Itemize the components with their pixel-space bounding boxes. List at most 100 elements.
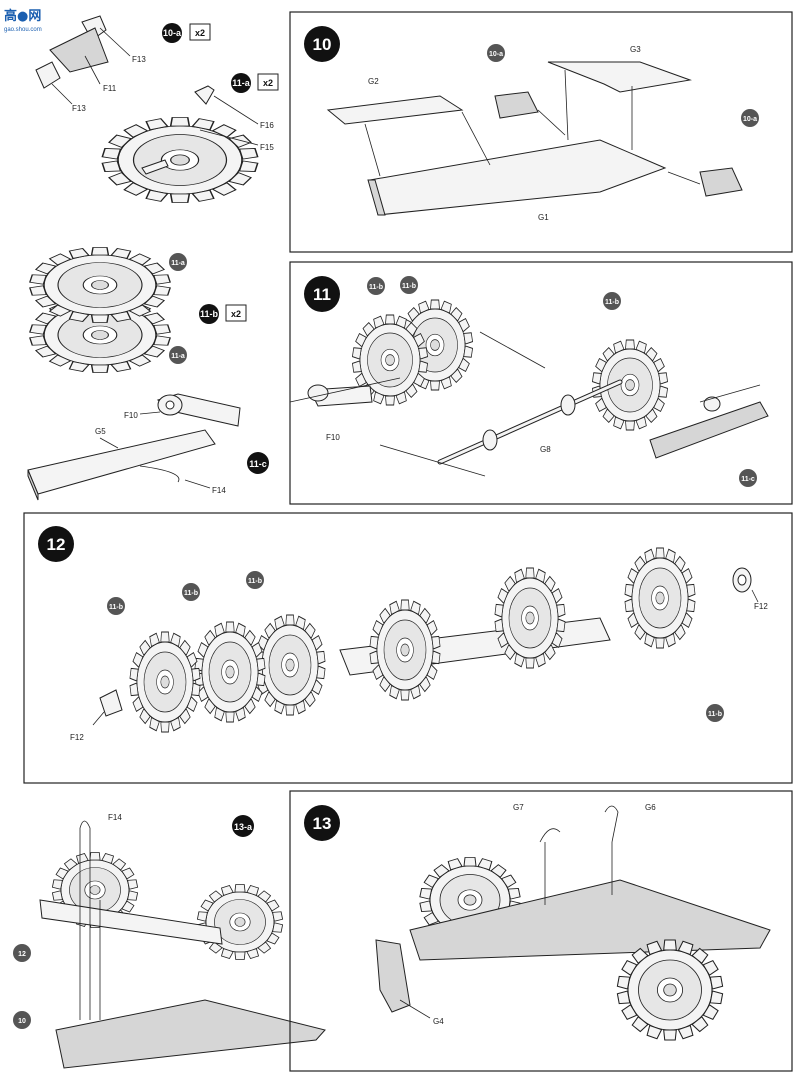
qty-box-11b bbox=[225, 304, 247, 322]
step-10-number: 10 bbox=[313, 35, 332, 54]
badge-ref-12 bbox=[13, 944, 31, 962]
badge-12-ref2-text: 11-b bbox=[184, 590, 198, 597]
badge-12-ref4 bbox=[706, 704, 724, 722]
label-g6: G6 bbox=[645, 803, 656, 812]
watermark-url: gao.shou.com bbox=[4, 27, 42, 33]
gear-13a-2 bbox=[196, 884, 284, 960]
chassis-13a bbox=[55, 999, 326, 1069]
badge-12-ref1 bbox=[107, 597, 125, 615]
badge-13a bbox=[232, 815, 254, 837]
qty-box-10a bbox=[189, 23, 211, 41]
qty-box-11a bbox=[257, 73, 279, 91]
badge-11c-ref bbox=[739, 469, 757, 487]
part-g2 bbox=[326, 95, 464, 125]
subassembly-11a: F16 F15 11-a x2 bbox=[101, 73, 279, 204]
qty-11b: x2 bbox=[231, 309, 241, 319]
part-g4 bbox=[375, 939, 411, 1013]
badge-12-ref4-text: 11-b bbox=[708, 711, 722, 718]
part-g7 bbox=[539, 828, 561, 843]
part-g6 bbox=[604, 805, 619, 843]
badge-11b-ref1 bbox=[367, 277, 385, 295]
badge-11a-ref2-text: 11-a bbox=[171, 353, 185, 360]
step-10-badge bbox=[304, 26, 340, 62]
subassembly-13a: F14 13-a 12 10 bbox=[13, 813, 326, 1069]
gear-12-1 bbox=[129, 631, 201, 733]
label-g4: G4 bbox=[433, 1017, 444, 1026]
subassembly-11c: F10 G5 F14 11-c bbox=[27, 393, 269, 501]
label-f13-bottom: F13 bbox=[72, 104, 86, 113]
label-f14-13a: F14 bbox=[108, 813, 122, 822]
part-f16-small bbox=[141, 159, 169, 175]
watermark-brand: 高●网 bbox=[4, 8, 41, 24]
badge-10a-ref1 bbox=[487, 44, 505, 62]
badge-11b-ref2 bbox=[400, 276, 418, 294]
badge-11b-ref3-text: 11-b bbox=[605, 299, 619, 306]
part-f14-pin bbox=[139, 465, 180, 483]
gear-12-5 bbox=[494, 567, 566, 669]
label-f14: F14 bbox=[212, 486, 226, 495]
step-12-panel: 12 F12 F12 11-b 11-b 11-b 11-b bbox=[23, 512, 793, 784]
label-g3: G3 bbox=[630, 45, 641, 54]
badge-11c-ref-text: 11-c bbox=[741, 476, 755, 483]
badge-ref-10 bbox=[13, 1011, 31, 1029]
label-f10: F10 bbox=[124, 411, 138, 420]
badge-11c-text: 11-c bbox=[249, 459, 267, 469]
gear-12-6 bbox=[624, 547, 696, 649]
badge-11a-ref2 bbox=[169, 346, 187, 364]
badge-11b-ref1-text: 11-b bbox=[369, 284, 383, 291]
label-g7: G7 bbox=[513, 803, 524, 812]
gear-11b-right bbox=[591, 339, 669, 431]
subassembly-10a: F13 F11 F13 10-a x2 bbox=[35, 15, 211, 113]
part-g3 bbox=[547, 61, 692, 93]
badge-11a bbox=[231, 73, 251, 93]
step-12-number: 12 bbox=[47, 535, 66, 554]
part-f11 bbox=[49, 27, 109, 73]
part-g1 bbox=[369, 139, 667, 216]
step-13-badge bbox=[304, 805, 340, 841]
label-f16: F16 bbox=[260, 121, 274, 130]
gear-f15 bbox=[101, 116, 259, 204]
part-f16 bbox=[194, 85, 215, 105]
qty-11a: x2 bbox=[263, 78, 273, 88]
part-g5 bbox=[27, 429, 216, 495]
label-f15: F15 bbox=[260, 143, 274, 152]
badge-12-ref3-text: 11-b bbox=[248, 578, 262, 585]
gear-12-3 bbox=[254, 614, 326, 716]
part-f13-lower bbox=[35, 61, 61, 89]
badge-10a-ref2 bbox=[741, 109, 759, 127]
step-13-number: 13 bbox=[313, 814, 332, 833]
part-10a-left bbox=[494, 91, 539, 119]
badge-11b bbox=[199, 304, 219, 324]
badge-11a-ref1 bbox=[169, 253, 187, 271]
label-f13-top: F13 bbox=[132, 55, 146, 64]
badge-11b-ref2-text: 11-b bbox=[402, 283, 416, 290]
qty-10a: x2 bbox=[195, 28, 205, 38]
badge-12-ref3 bbox=[246, 571, 264, 589]
step-11-panel: 11 F10 G8 11-b 11-b 11-b 11-c bbox=[289, 261, 793, 505]
gear-12-2 bbox=[194, 621, 266, 723]
gear-13-front bbox=[616, 939, 724, 1041]
badge-11b-ref3 bbox=[603, 292, 621, 310]
badge-12-ref2 bbox=[182, 583, 200, 601]
badge-10a-ref1-text: 10-a bbox=[489, 51, 503, 58]
label-g2: G2 bbox=[368, 77, 379, 86]
badge-11b-text: 11-b bbox=[200, 309, 219, 319]
step-11-number: 11 bbox=[313, 285, 331, 304]
step-12-badge bbox=[38, 526, 74, 562]
part-10a-right bbox=[699, 167, 743, 197]
chassis-13 bbox=[409, 879, 771, 961]
part-f12-left bbox=[99, 689, 123, 717]
step-11-badge bbox=[304, 276, 340, 312]
badge-ref-10-text: 10 bbox=[18, 1018, 26, 1025]
badge-11a-ref1-text: 11-a bbox=[171, 260, 185, 267]
step-13-panel: 13 G7 G6 G4 bbox=[289, 790, 793, 1072]
badge-10a bbox=[162, 23, 182, 43]
watermark: 高●网 gao.shou.com bbox=[4, 8, 42, 33]
badge-11a-text: 11-a bbox=[232, 78, 251, 88]
subassembly-11b: 11-a 11-a 11-b x2 bbox=[28, 246, 247, 374]
label-f12-right: F12 bbox=[754, 602, 768, 611]
label-f12-left: F12 bbox=[70, 733, 84, 742]
badge-ref-12-text: 12 bbox=[18, 951, 26, 958]
badge-13a-text: 13-a bbox=[234, 822, 253, 832]
